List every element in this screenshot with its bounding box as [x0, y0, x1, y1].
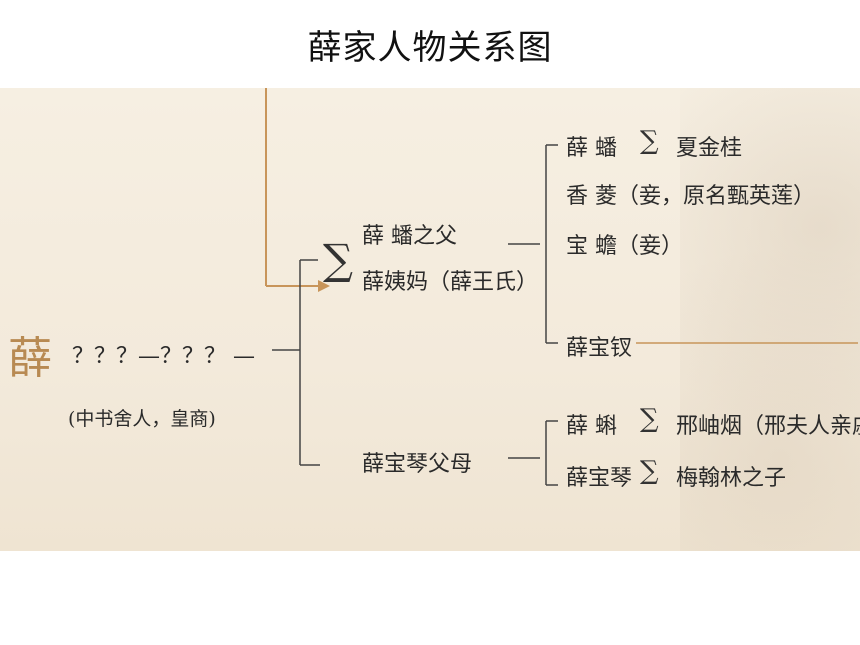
xuepan-spouse-node: 夏金桂 — [676, 136, 743, 161]
father-node: 薛 蟠之父 — [362, 224, 457, 249]
baoqin-node: 薛宝琴 — [566, 466, 633, 491]
xuepan-node: 薛 蟠 — [566, 136, 617, 161]
mother-node: 薛姨妈（薛王氏） — [362, 270, 539, 295]
baochai-node: 薛宝钗 — [566, 336, 633, 361]
xueke-node: 薛 蝌 — [566, 414, 617, 439]
baoqin-parents-node: 薛宝琴父母 — [362, 452, 473, 477]
baochan-node: 宝 蟾（妾） — [566, 234, 683, 259]
ancestor-node: ？？？—？？？ — — [72, 344, 255, 369]
xueke-marriage-icon: ∑ — [640, 404, 659, 434]
xuepan-marriage-icon: ∑ — [640, 126, 659, 156]
xueke-spouse-node: 邢岫烟（邢夫人亲戚） — [676, 414, 860, 439]
baoqin-marriage-icon: ∑ — [640, 456, 659, 486]
plum-blossom-decoration — [680, 88, 860, 551]
ancestor-note: (中书舍人，皇商) — [68, 408, 216, 430]
diagram-panel: 薛 ？？？—？？？ — (中书舍人，皇商) ∑ 薛 蟠之父 薛姨妈（薛王氏） 薛… — [0, 88, 860, 551]
arrow-head — [318, 280, 330, 292]
xiangling-node: 香 菱（妾，原名甄英莲） — [566, 184, 815, 209]
surname-label: 薛 — [8, 333, 52, 384]
page-title: 薛家人物关系图 — [307, 28, 553, 68]
marriage-sigma-icon: ∑ — [323, 235, 353, 284]
connector-lines — [265, 88, 858, 486]
baoqin-spouse-node: 梅翰林之子 — [676, 466, 787, 491]
